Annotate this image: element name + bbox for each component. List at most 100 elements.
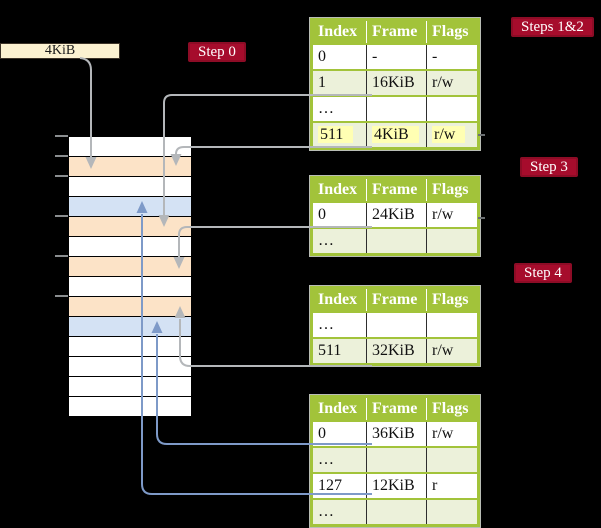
table-cell: 0	[313, 45, 367, 69]
highlighted-value: r/w	[432, 126, 466, 143]
highlighted-value: 511	[318, 126, 354, 143]
table-cell: 511	[313, 123, 367, 147]
table-cell	[367, 500, 427, 524]
table-cell: …	[313, 448, 367, 472]
steps-1-2-label: Steps 1&2	[521, 19, 584, 35]
memory-tick	[55, 135, 68, 137]
memory-tick	[55, 155, 68, 157]
highlighted-value: 4KiB	[372, 126, 419, 143]
memory-row-peach	[69, 297, 191, 317]
table-row: …	[313, 229, 477, 253]
step-0-badge: Step 0	[188, 42, 246, 62]
memory-row-white	[69, 237, 191, 257]
memory-tick	[55, 255, 68, 257]
memory-row-blue	[69, 317, 191, 337]
memory-row-peach	[69, 257, 191, 277]
step-0-label: Step 0	[198, 44, 236, 60]
table-row: …	[313, 448, 477, 472]
table-row: …	[313, 313, 477, 337]
column-header-index: Index	[313, 398, 367, 420]
column-header-flags: Flags	[432, 23, 469, 40]
table-cell: 0	[313, 422, 367, 446]
frame-size-label: 4KiB	[44, 43, 76, 58]
table-cell	[367, 313, 427, 337]
table-cell: …	[313, 313, 367, 337]
table-cell: 16KiB	[367, 71, 427, 95]
table-cell: r	[432, 477, 438, 494]
table-cell	[427, 313, 477, 337]
step-4-label: Step 4	[524, 265, 562, 281]
column-header-flags: Flags	[432, 400, 469, 417]
table-cell: r/w	[427, 123, 477, 147]
column-header-index: Index	[313, 289, 367, 311]
table-row: 511 4KiB r/w	[313, 123, 477, 147]
memory-row-white	[69, 377, 191, 397]
column-header-flags: Flags	[432, 181, 469, 198]
table-cell: 1	[313, 71, 367, 95]
memory-row-blue	[69, 197, 191, 217]
memory-strip	[68, 136, 192, 417]
table-cell	[427, 97, 477, 121]
table-cell: …	[313, 97, 367, 121]
table-row: …	[313, 97, 477, 121]
table-cell: 12KiB	[367, 474, 427, 498]
memory-row-white	[69, 177, 191, 197]
table-cell	[427, 229, 477, 253]
column-header-flags: Flags	[432, 291, 469, 308]
memory-tick	[55, 295, 68, 297]
memory-row-white	[69, 137, 191, 157]
table-cell: 4KiB	[367, 123, 427, 147]
step-3-badge: Step 3	[520, 157, 578, 177]
table-cell	[367, 97, 427, 121]
table-cell	[427, 448, 477, 472]
table-cell: …	[313, 500, 367, 524]
table-cell: r/w	[432, 342, 454, 359]
steps-1-2-badge: Steps 1&2	[511, 17, 594, 37]
table-cell	[367, 448, 427, 472]
memory-row-white	[69, 357, 191, 377]
table-cell: r/w	[432, 74, 454, 91]
table-cell: 32KiB	[367, 339, 427, 363]
column-header-frame: Frame	[367, 21, 427, 43]
table-cell: 127	[313, 474, 367, 498]
table-cell: 511	[313, 339, 367, 363]
table-cell: r/w	[432, 206, 454, 223]
step-4-badge: Step 4	[514, 263, 572, 283]
memory-row-peach	[69, 217, 191, 237]
memory-tick	[55, 215, 68, 217]
table-cell	[367, 229, 427, 253]
table-cell: 24KiB	[367, 203, 427, 227]
memory-row-peach	[69, 157, 191, 177]
memory-row-white	[69, 277, 191, 297]
memory-tick	[55, 175, 68, 177]
table-cell: r/w	[432, 425, 454, 442]
memory-row-white	[69, 397, 191, 416]
memory-row-white	[69, 337, 191, 357]
step-3-label: Step 3	[530, 159, 568, 175]
table-cell: …	[313, 229, 367, 253]
column-header-frame: Frame	[367, 179, 427, 201]
table-row: 0--	[313, 45, 477, 69]
table-cell	[427, 500, 477, 524]
table-cell: -	[367, 45, 427, 69]
frame-size-box: 4KiB	[0, 43, 120, 59]
column-header-frame: Frame	[367, 289, 427, 311]
table-cell: 0	[313, 203, 367, 227]
column-header-frame: Frame	[367, 398, 427, 420]
column-header-index: Index	[313, 21, 367, 43]
table-cell: 36KiB	[367, 422, 427, 446]
table-row: …	[313, 500, 477, 524]
